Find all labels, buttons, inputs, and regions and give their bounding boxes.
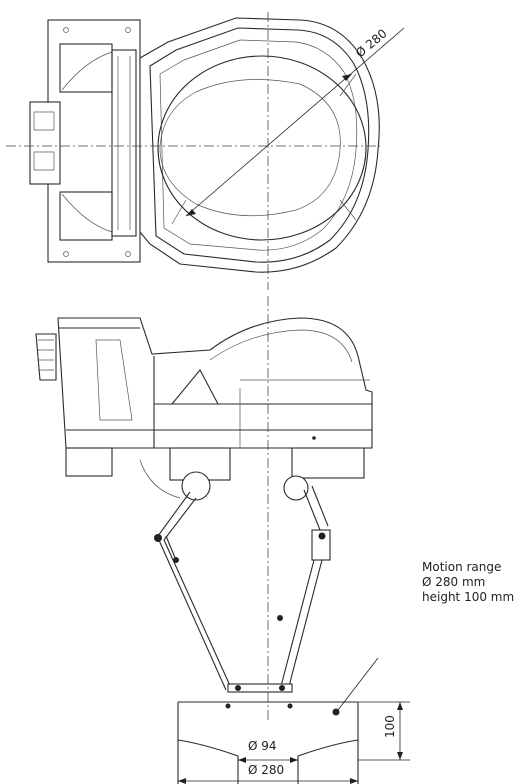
annotation-line-3: height 100 mm (422, 590, 515, 604)
side-body (57, 317, 373, 449)
annotation-line-1: Motion range (422, 560, 502, 574)
inner-diameter-label: Ø 94 (248, 739, 277, 753)
annotation-line-2: Ø 280 mm (422, 575, 486, 589)
side-connector (35, 333, 57, 381)
upper-arm-left (157, 491, 197, 541)
height-label: 100 (383, 715, 397, 738)
side-view (35, 296, 373, 720)
motion-range-annotation: Motion range Ø 280 mm height 100 mm (422, 560, 526, 605)
inner-oval (157, 55, 367, 241)
lower-arm-left (157, 535, 233, 691)
lower-arm-right (279, 559, 323, 691)
upper-arm-right (303, 485, 329, 531)
left-motor (181, 471, 211, 501)
right-motor (283, 475, 309, 501)
envelope-outline (177, 701, 359, 784)
connector-block (29, 101, 61, 185)
end-effector (227, 683, 293, 693)
top-diameter-line (185, 27, 405, 217)
work-envelope: 100 Ø 94 Ø 280 (177, 657, 410, 784)
mounting-plate (47, 19, 141, 263)
top-diameter-label: Ø 280 (353, 26, 390, 60)
top-view: Ø 280 (6, 12, 405, 290)
outer-diameter-label: Ø 280 (248, 763, 284, 777)
base-housing (139, 17, 380, 273)
